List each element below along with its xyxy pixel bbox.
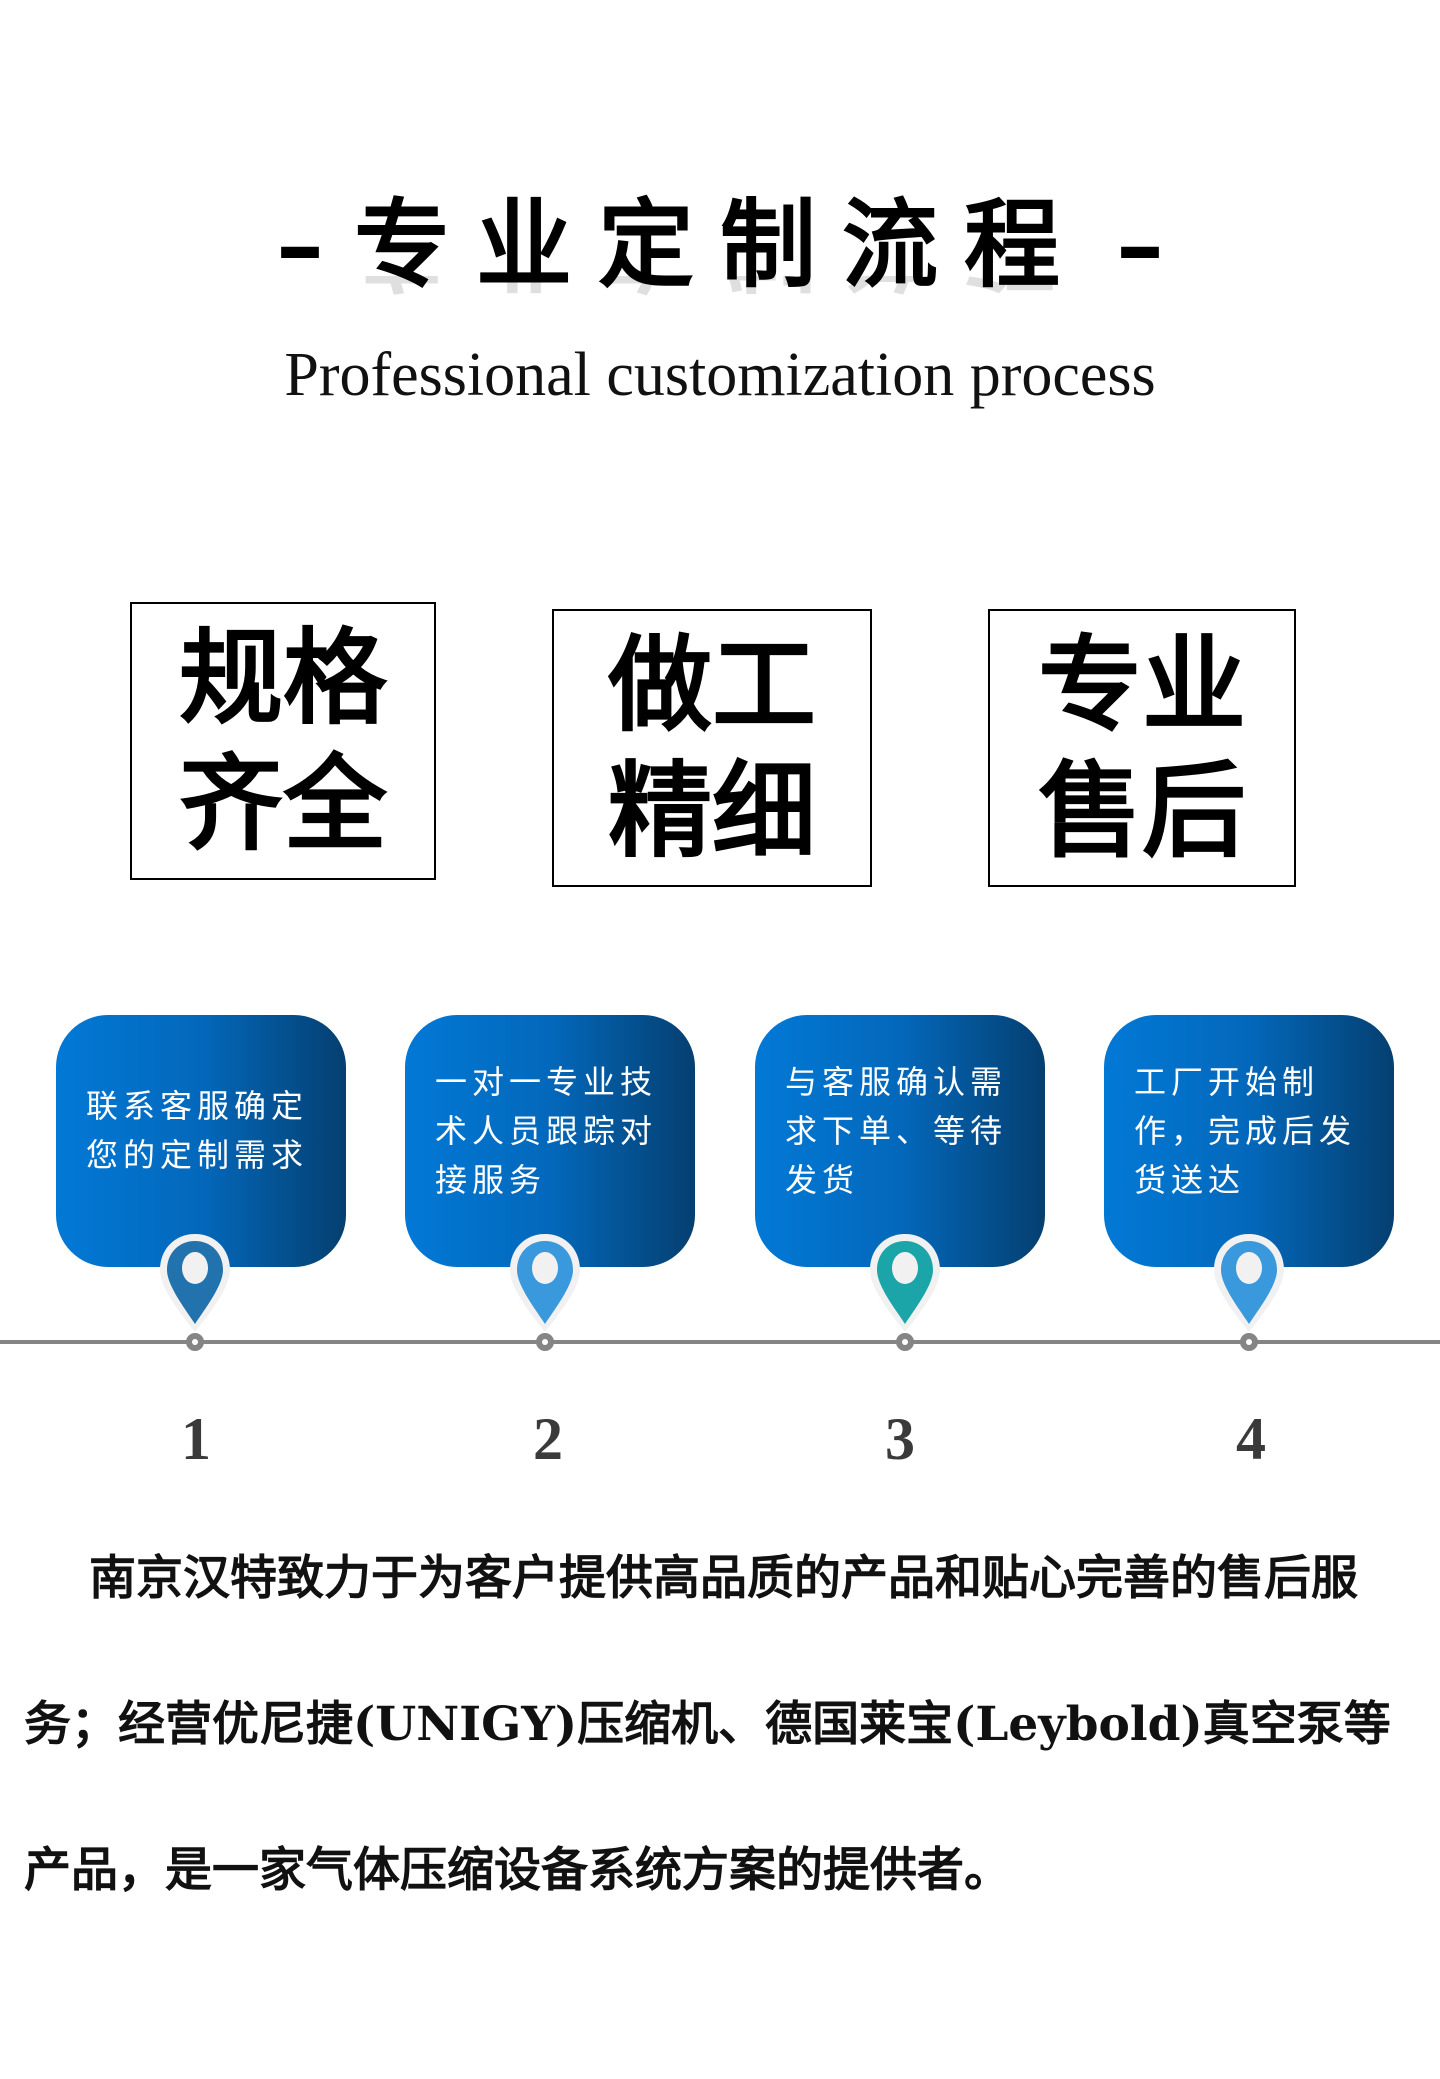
map-pin-icon — [868, 1232, 942, 1358]
map-pin-icon — [1212, 1232, 1286, 1358]
step-number: 1 — [181, 1406, 211, 1472]
company-description: 南京汉特致力于为客户提供高品质的产品和贴心完善的售后服务；经营优尼捷(UNIGY… — [24, 1551, 1391, 1898]
step-number: 3 — [885, 1406, 915, 1472]
step-card-4: 工厂开始制作，完成后发货送达 — [1104, 1015, 1394, 1267]
title-text: 专业定制流程 — [354, 188, 1086, 301]
title-reflection: 专业定制流程 — [0, 276, 1440, 300]
title-dash-right: – — [1116, 188, 1164, 301]
feature-box-craft: 做工精细 — [552, 609, 872, 887]
step-card-3: 与客服确认需求下单、等待发货 — [755, 1015, 1045, 1267]
feature-label: 专业售后 — [1037, 623, 1246, 872]
map-pin-icon — [508, 1232, 582, 1358]
map-pin-icon — [158, 1232, 232, 1358]
page-title: –专业定制流程– — [0, 190, 1440, 300]
feature-box-specs: 规格齐全 — [130, 602, 436, 880]
title-dash-left: – — [276, 188, 324, 301]
step-text: 一对一专业技术人员跟踪对接服务 — [435, 1062, 658, 1199]
feature-label: 规格齐全 — [178, 616, 387, 865]
step-number: 4 — [1236, 1406, 1266, 1472]
feature-box-service: 专业售后 — [988, 609, 1296, 887]
step-card-2: 一对一专业技术人员跟踪对接服务 — [405, 1015, 695, 1267]
timeline-line — [0, 1340, 1440, 1344]
step-number: 2 — [533, 1406, 563, 1472]
page-subtitle: Professional customization process — [284, 341, 1156, 409]
step-card-1: 联系客服确定您的定制需求 — [56, 1015, 346, 1267]
feature-label: 做工精细 — [607, 623, 816, 872]
step-text: 与客服确认需求下单、等待发货 — [785, 1062, 1008, 1199]
step-text: 工厂开始制作，完成后发货送达 — [1134, 1062, 1357, 1199]
step-text: 联系客服确定您的定制需求 — [86, 1087, 309, 1174]
